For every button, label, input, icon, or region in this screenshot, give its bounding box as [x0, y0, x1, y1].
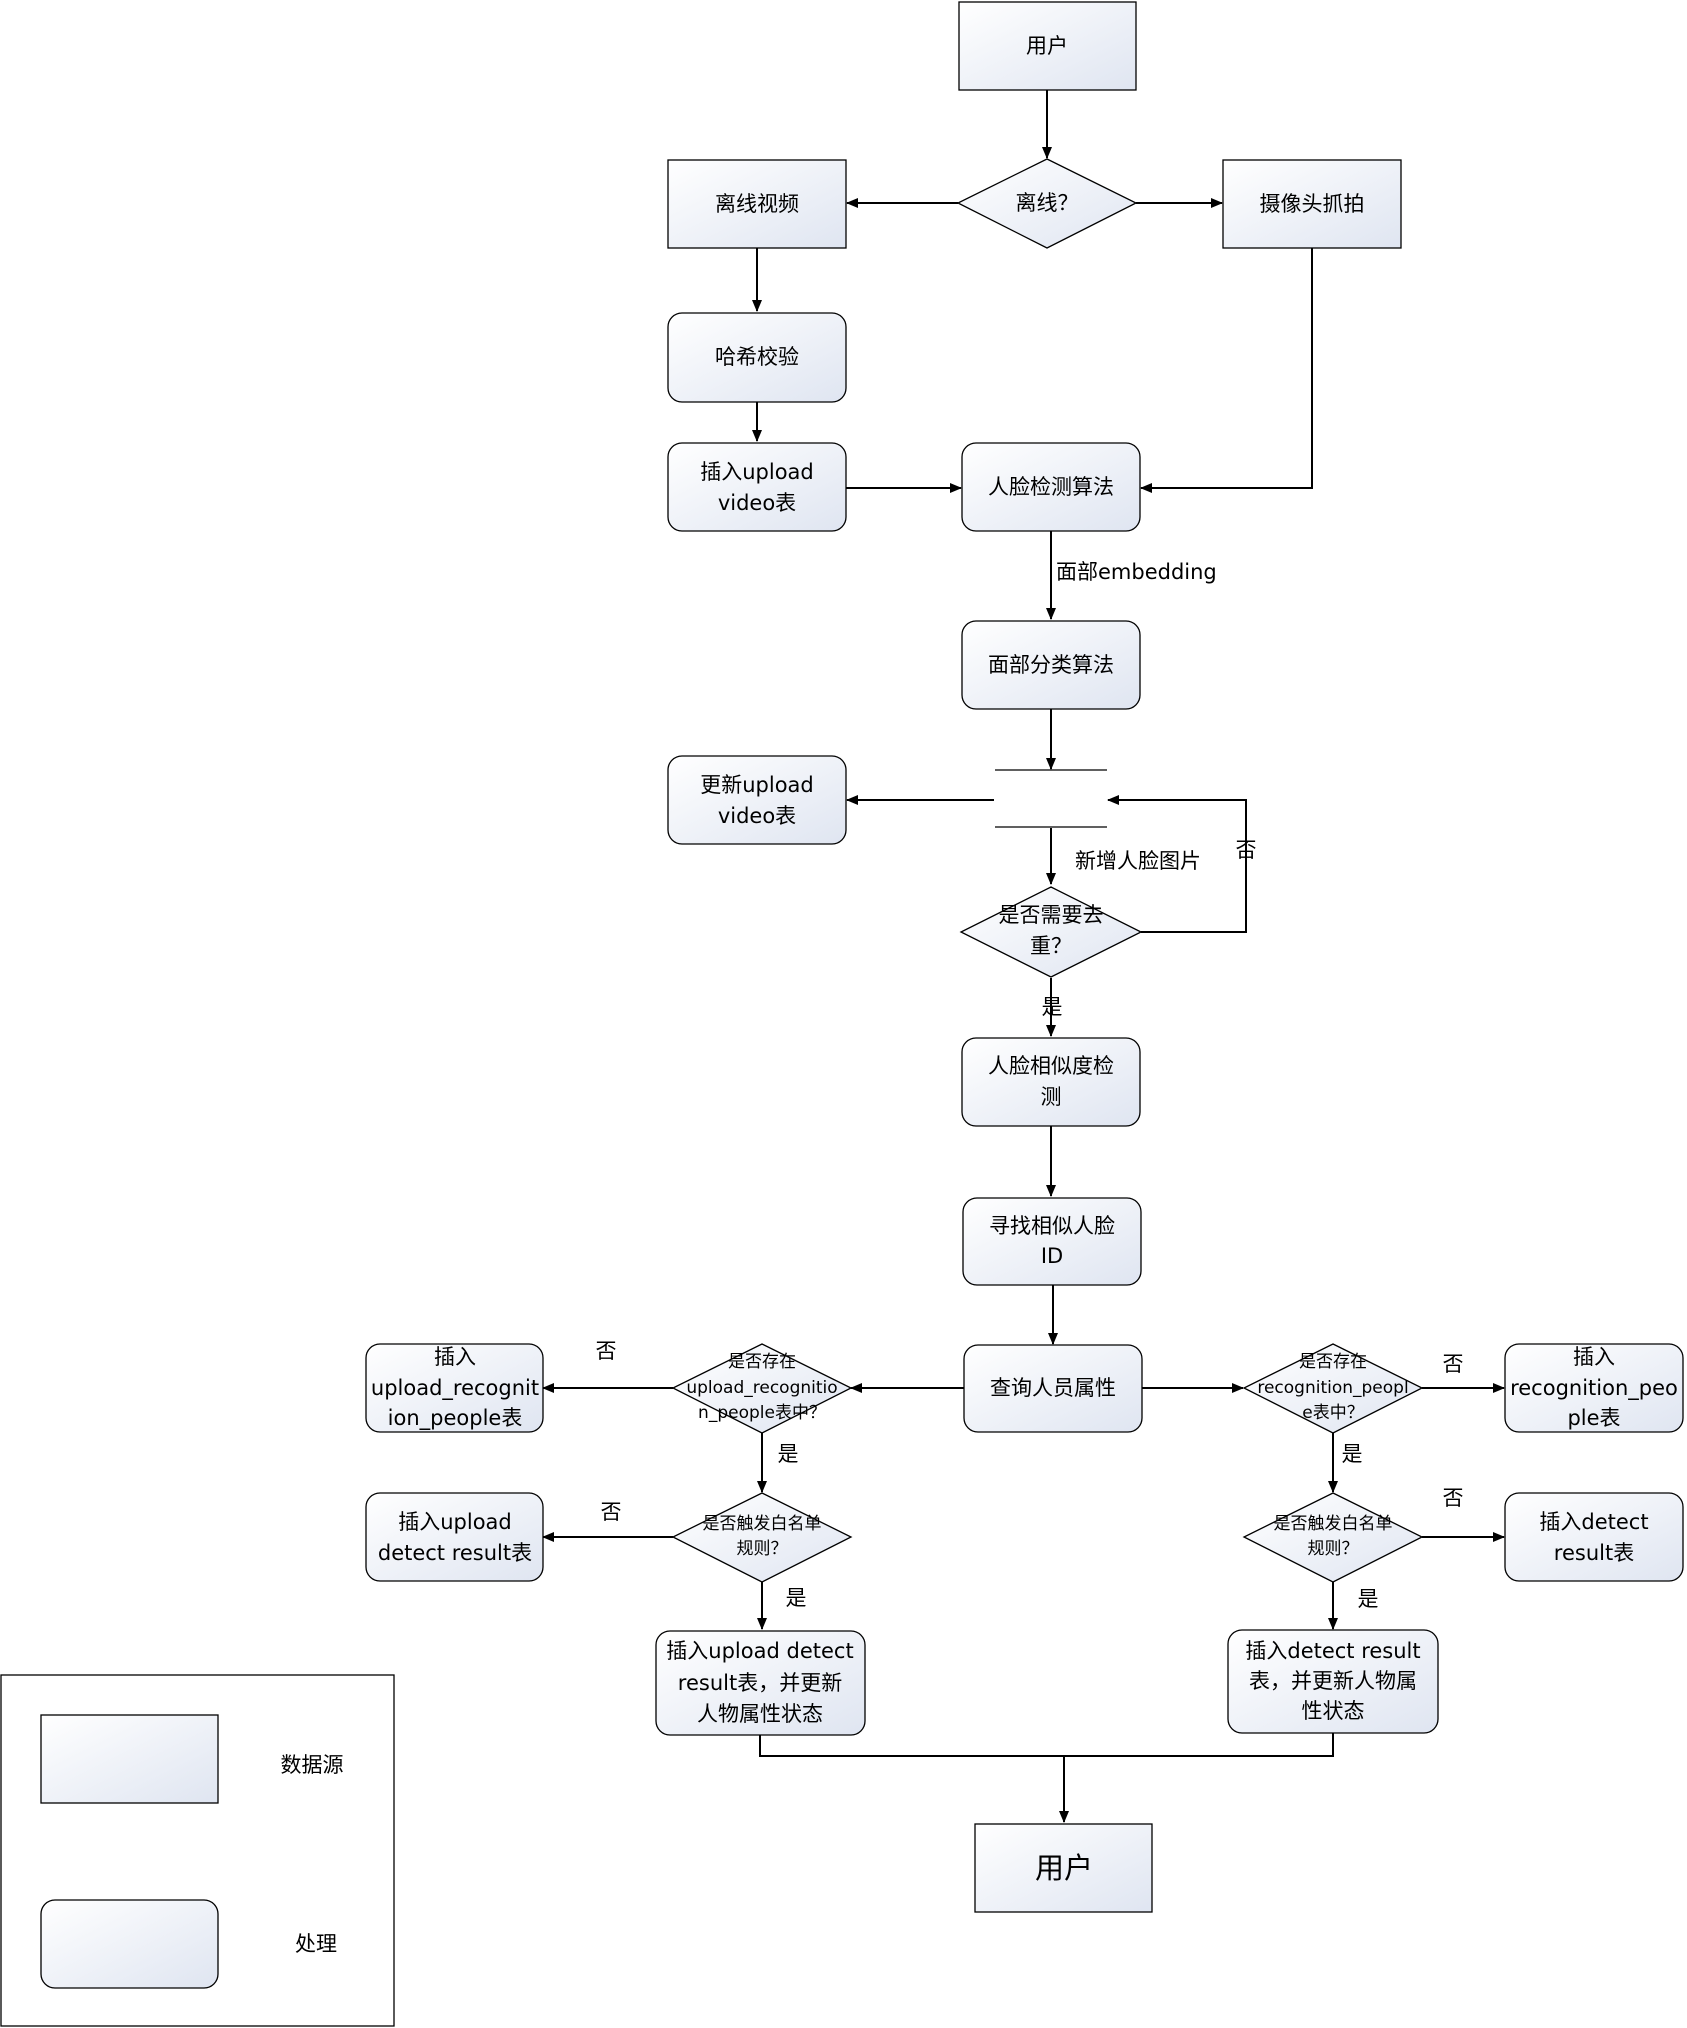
edge-label-embedding: 面部embedding	[1056, 560, 1217, 584]
node-hash-check: 哈希校验	[667, 312, 847, 403]
legend-data-source-label: 数据源	[281, 1753, 344, 1777]
node-left-exist-question-line-2: upload_recognitio	[686, 1378, 837, 1398]
node-insert-upload-detect-update-line-2: result表，并更新	[678, 1671, 842, 1695]
node-insert-upload-detect: 插入upload detect result表	[365, 1492, 544, 1582]
node-insert-upload-detect-update: 插入upload detect result表，并更新 人物属性状态	[655, 1630, 866, 1736]
edge-label-right-exist-yes: 是	[1342, 1442, 1363, 1466]
node-user-bottom-label: 用户	[1035, 1851, 1093, 1885]
node-insert-recognition: 插入 recognition_peo ple表	[1504, 1343, 1684, 1433]
edge-label-left-white-no: 否	[601, 1500, 622, 1524]
edge-label-new-face: 新增人脸图片	[1075, 849, 1201, 873]
edge-camera-to-face-detect	[1140, 248, 1313, 493]
node-data-store	[995, 769, 1107, 828]
edge-left-end-to-merge	[759, 1735, 1064, 1757]
node-find-similar-id: 寻找相似人脸 ID	[962, 1197, 1142, 1286]
node-right-exist-question-line-3: e表中？	[1302, 1403, 1363, 1423]
node-find-similar-id-line-2: ID	[1041, 1244, 1063, 1268]
node-dedup-question-line-1: 是否需要去	[999, 903, 1104, 927]
node-insert-detect: 插入detect result表	[1504, 1492, 1684, 1582]
edge-label-right-white-yes: 是	[1358, 1587, 1379, 1611]
node-insert-upload-recognition: 插入 upload_recognit ion_people表	[365, 1343, 544, 1433]
node-face-similarity-line-2: 测	[1041, 1085, 1062, 1109]
node-face-classify-label: 面部分类算法	[988, 653, 1114, 677]
legend-data-source-swatch	[40, 1714, 219, 1804]
node-left-exist-question-line-1: 是否存在	[728, 1352, 796, 1372]
node-user-top-label: 用户	[1026, 34, 1068, 58]
node-hash-check-label: 哈希校验	[715, 345, 799, 369]
node-face-similarity: 人脸相似度检 测	[961, 1037, 1141, 1127]
node-face-classify: 面部分类算法	[961, 620, 1141, 710]
node-insert-upload-video-line-2: video表	[718, 491, 796, 515]
node-right-whitelist-question-line-2: 规则？	[1308, 1539, 1359, 1559]
node-insert-detect-line-2: result表	[1554, 1541, 1634, 1565]
node-insert-upload-recognition-line-1: 插入	[434, 1345, 476, 1369]
node-query-attributes-label: 查询人员属性	[990, 1376, 1116, 1400]
node-insert-upload-detect-update-line-1: 插入upload detect	[666, 1639, 853, 1663]
edge-label-dedup-no: 否	[1236, 838, 1257, 862]
node-right-exist-question-line-1: 是否存在	[1299, 1352, 1367, 1372]
edge-labels: 面部embedding 新增人脸图片 否 是 否 是 否 是 否 是 否 是	[596, 560, 1464, 1611]
node-right-whitelist-question: 是否触发白名单 规则？	[1242, 1492, 1424, 1583]
node-offline-question: 离线？	[956, 158, 1138, 249]
node-update-upload-video-line-1: 更新upload	[700, 773, 814, 797]
node-insert-detect-update-line-2: 表，并更新人物属	[1249, 1669, 1417, 1693]
node-right-whitelist-question-line-1: 是否触发白名单	[1274, 1514, 1393, 1534]
node-insert-detect-update-line-3: 性状态	[1302, 1699, 1365, 1723]
node-left-whitelist-question-line-1: 是否触发白名单	[703, 1514, 822, 1534]
node-insert-upload-detect-line-1: 插入upload	[398, 1510, 512, 1534]
node-left-exist-question: 是否存在 upload_recognitio n_people表中？	[671, 1343, 853, 1434]
node-insert-upload-video: 插入upload video表	[667, 442, 847, 532]
node-query-attributes: 查询人员属性	[963, 1344, 1143, 1433]
node-insert-upload-video-line-1: 插入upload	[700, 460, 814, 484]
legend: 数据源 处理	[0, 1674, 395, 2027]
node-camera-capture-label: 摄像头抓拍	[1260, 192, 1365, 216]
edges	[542, 90, 1505, 1823]
node-insert-detect-update-line-1: 插入detect result	[1245, 1639, 1420, 1663]
edge-label-right-exist-no: 否	[1443, 1352, 1464, 1376]
node-right-exist-question: 是否存在 recognition_peopl e表中？	[1242, 1343, 1424, 1434]
node-insert-upload-recognition-line-2: upload_recognit	[371, 1376, 539, 1401]
node-user-bottom: 用户	[974, 1823, 1153, 1913]
node-insert-recognition-line-1: 插入	[1573, 1345, 1615, 1369]
node-user-top: 用户	[958, 1, 1137, 91]
node-offline-question-label: 离线？	[1016, 191, 1079, 215]
node-find-similar-id-line-1: 寻找相似人脸	[989, 1214, 1115, 1238]
node-update-upload-video-line-2: video表	[718, 804, 796, 828]
node-insert-detect-update: 插入detect result 表，并更新人物属 性状态	[1227, 1629, 1439, 1734]
node-face-detect-label: 人脸检测算法	[988, 475, 1114, 499]
node-insert-upload-recognition-line-3: ion_people表	[388, 1406, 523, 1431]
node-face-similarity-line-1: 人脸相似度检	[988, 1054, 1114, 1078]
edge-label-left-exist-no: 否	[596, 1339, 617, 1363]
node-offline-video-label: 离线视频	[715, 192, 799, 216]
node-insert-upload-detect-line-2: detect result表	[378, 1541, 532, 1565]
node-insert-recognition-line-3: ple表	[1567, 1406, 1620, 1430]
edge-label-right-white-no: 否	[1443, 1486, 1464, 1510]
edge-label-left-white-yes: 是	[786, 1586, 807, 1610]
node-camera-capture: 摄像头抓拍	[1222, 159, 1402, 249]
node-update-upload-video: 更新upload video表	[667, 755, 847, 845]
node-insert-recognition-line-2: recognition_peo	[1510, 1376, 1678, 1401]
legend-process-swatch	[40, 1899, 219, 1989]
node-left-exist-question-line-3: n_people表中？	[698, 1403, 826, 1423]
node-left-whitelist-question: 是否触发白名单 规则？	[671, 1492, 853, 1583]
node-face-detect: 人脸检测算法	[961, 442, 1141, 532]
node-dedup-question-line-2: 重？	[1030, 934, 1072, 958]
node-insert-detect-line-1: 插入detect	[1539, 1510, 1648, 1534]
edge-label-dedup-yes: 是	[1042, 995, 1063, 1019]
legend-process-label: 处理	[295, 1932, 337, 1956]
node-offline-video: 离线视频	[667, 159, 847, 249]
node-right-exist-question-line-2: recognition_peopl	[1257, 1378, 1408, 1398]
edge-right-end-to-merge	[1064, 1733, 1334, 1757]
edge-label-left-exist-yes: 是	[778, 1442, 799, 1466]
node-dedup-question: 是否需要去 重？	[959, 886, 1143, 978]
node-left-whitelist-question-line-2: 规则？	[737, 1539, 788, 1559]
edge-dedup-no-back	[1107, 795, 1247, 933]
node-insert-upload-detect-update-line-3: 人物属性状态	[697, 1702, 823, 1726]
